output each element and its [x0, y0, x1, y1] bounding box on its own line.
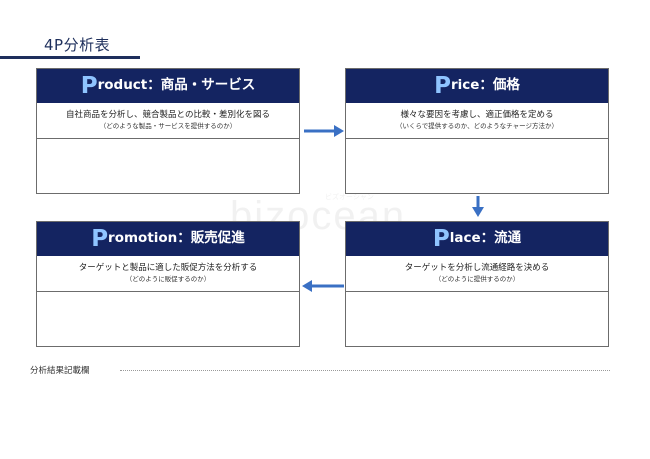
product-card-header: P roduct：商品・サービス	[37, 69, 299, 103]
place-description: ターゲットを分析し流通経路を決める （どのように提供するのか）	[346, 256, 608, 292]
product-title: roduct：商品・サービス	[97, 77, 256, 94]
price-notes-area[interactable]	[346, 139, 608, 194]
promotion-notes-area[interactable]	[37, 292, 299, 347]
promotion-desc-sub: （どのように販促するのか）	[125, 274, 211, 283]
arrow-right-icon	[304, 125, 344, 137]
product-card: P roduct：商品・サービス 自社商品を分析し、競合製品との比較・差別化を図…	[36, 68, 300, 194]
promotion-card-header: P romotion：販売促進	[37, 222, 299, 256]
arrow-left-icon	[302, 280, 344, 292]
place-desc-main: ターゲットを分析し流通経路を決める	[404, 263, 550, 274]
promotion-initial: P	[91, 225, 109, 252]
place-title: lace：流通	[449, 230, 522, 247]
page-title: 4P分析表	[44, 36, 111, 54]
product-description: 自社商品を分析し、競合製品との比較・差別化を図る （どのような製品・サービスを提…	[37, 103, 299, 139]
product-notes-area[interactable]	[37, 139, 299, 194]
notes-dotted-line[interactable]	[120, 370, 610, 371]
promotion-desc-main: ターゲットと製品に適した販促方法を分析する	[78, 263, 258, 274]
price-title: rice：価格	[450, 77, 520, 94]
place-card: P lace：流通 ターゲットを分析し流通経路を決める （どのように提供するのか…	[345, 221, 609, 347]
promotion-title: romotion：販売促進	[108, 230, 245, 247]
price-desc-main: 様々な要因を考慮し、適正価格を定める	[400, 110, 554, 121]
price-desc-sub: （いくらで提供するのか、どのようなチャージ方法か）	[396, 121, 558, 130]
place-desc-sub: （どのように提供するのか）	[434, 274, 520, 283]
title-underline	[0, 56, 140, 59]
price-description: 様々な要因を考慮し、適正価格を定める （いくらで提供するのか、どのようなチャージ…	[346, 103, 608, 139]
place-notes-area[interactable]	[346, 292, 608, 347]
product-desc-main: 自社商品を分析し、競合製品との比較・差別化を図る	[66, 110, 270, 121]
price-card-header: P rice：価格	[346, 69, 608, 103]
notes-section-label: 分析結果記載欄	[30, 366, 90, 376]
promotion-description: ターゲットと製品に適した販促方法を分析する （どのように販促するのか）	[37, 256, 299, 292]
arrow-down-icon	[472, 196, 484, 217]
product-desc-sub: （どのような製品・サービスを提供するのか）	[99, 121, 237, 130]
product-initial: P	[80, 72, 98, 99]
price-card: P rice：価格 様々な要因を考慮し、適正価格を定める （いくらで提供するのか…	[345, 68, 609, 194]
place-initial: P	[432, 225, 450, 252]
promotion-card: P romotion：販売促進 ターゲットと製品に適した販促方法を分析する （ど…	[36, 221, 300, 347]
place-card-header: P lace：流通	[346, 222, 608, 256]
price-initial: P	[434, 72, 451, 99]
